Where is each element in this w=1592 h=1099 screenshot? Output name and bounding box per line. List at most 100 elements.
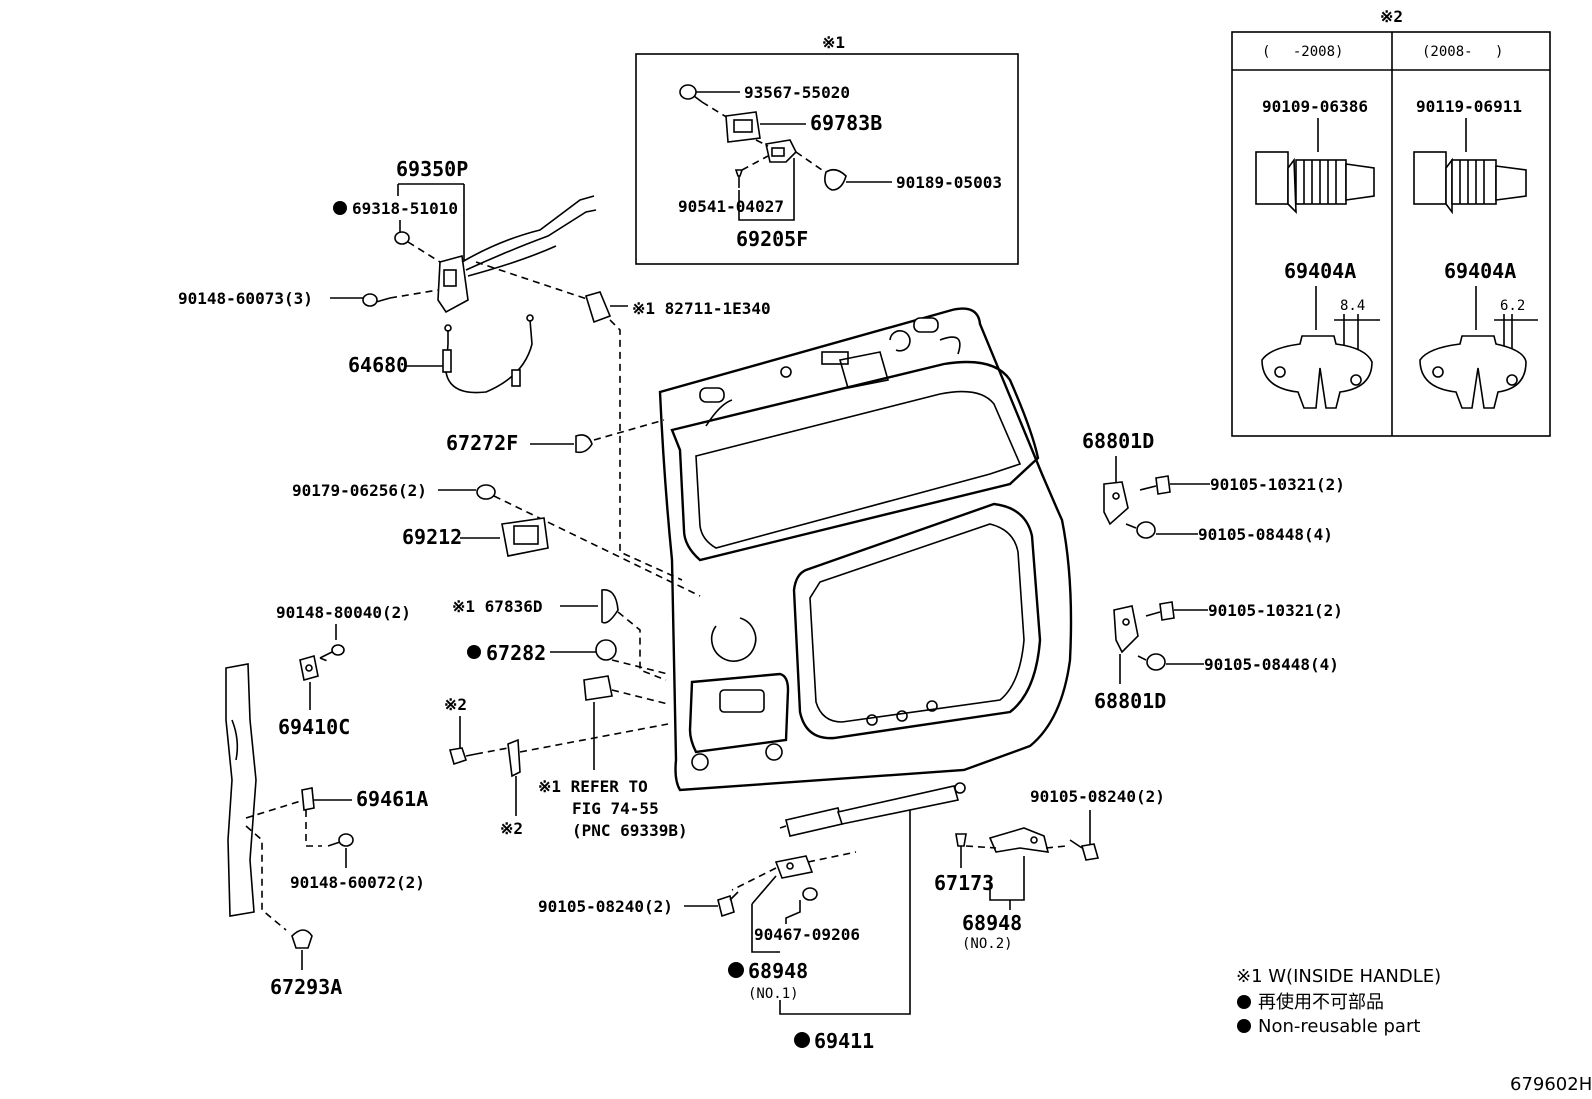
label-90179-06256: 90179-06256(2): [292, 481, 427, 500]
inset-2-col-left-header: ( -2008): [1262, 44, 1343, 60]
screw-icon: [362, 293, 391, 307]
label-67282: 67282: [486, 641, 546, 665]
label-68801D-bot: 68801D: [1094, 689, 1166, 713]
label-90467-09206: 90467-09206: [754, 925, 860, 944]
hinge-parts: 68801D 90105-10321(2) 90105-08448(4) 901…: [1082, 429, 1345, 713]
inset-2-marker: ※2: [1380, 7, 1403, 26]
legend-line-1: ※1 W(INSIDE HANDLE): [1236, 966, 1441, 987]
inset-1: ※1 93567-55020 69783B 90189-05003: [635, 33, 1019, 265]
refer-line-3: (PNC 69339B): [572, 821, 688, 840]
cushion-icon: [291, 929, 313, 949]
label-68801D-top: 68801D: [1082, 429, 1154, 453]
door-lock-icon: [437, 195, 597, 314]
bolt-right-icon: [1413, 151, 1527, 215]
striker-icon: [299, 654, 319, 682]
damper-stay-icon: [779, 782, 966, 837]
non-reusable-dot: [794, 1032, 810, 1048]
label-90148-60072: 90148-60072(2): [290, 873, 425, 892]
label-68948-no1: 68948: [748, 959, 808, 983]
label-69410C: 69410C: [278, 715, 350, 739]
legend-line-3: Non-reusable part: [1258, 1016, 1420, 1037]
label-69411: 69411: [814, 1029, 874, 1053]
inside-handle-icon: [765, 139, 797, 163]
ball-stud-icon: [955, 833, 967, 868]
label-90105-10321-bot: 90105-10321(2): [1208, 601, 1343, 620]
label-67836D: ※1 67836D: [452, 597, 542, 616]
label-82711-1E340: ※1 82711-1E340: [632, 299, 771, 318]
label-mark2-b: ※2: [500, 819, 523, 838]
label-67293A: 67293A: [270, 975, 342, 999]
hinge-top-icon: [1103, 481, 1129, 526]
hinge-bottom-icon: [1113, 605, 1139, 654]
label-90119-06911: 90119-06911: [1416, 97, 1522, 116]
bolt-icon: [1069, 839, 1100, 861]
screw-icon: [327, 833, 354, 847]
label-69404A-left: 69404A: [1284, 259, 1356, 283]
inset-1-marker: ※1: [822, 33, 845, 52]
label-90105-08448-bot: 90105-08448(4): [1204, 655, 1339, 674]
legend-dot-1: [1237, 995, 1251, 1009]
non-reusable-dot: [467, 645, 481, 659]
inset-2-frame: [1231, 31, 1551, 437]
label-69318-51010: 69318-51010: [352, 199, 458, 218]
inset-1-frame: [635, 53, 1019, 265]
label-93567-55020: 93567-55020: [744, 83, 850, 102]
bolt-icon: [448, 747, 477, 766]
clip-icon: [394, 231, 410, 245]
bumper-icon: [301, 787, 315, 811]
nut-icon: [476, 484, 496, 500]
body-pillar-icon: [225, 663, 257, 917]
refer-line-1: ※1 REFER TO: [538, 777, 648, 796]
label-90148-80040: 90148-80040(2): [276, 603, 411, 622]
bezel-icon: [725, 111, 761, 143]
dim-left: 8.4: [1340, 298, 1365, 314]
lock-assembly: 69350P 69318-51010 90148-60073(3) ※1 827…: [178, 157, 771, 581]
label-90109-06386: 90109-06386: [1262, 97, 1368, 116]
label-90148-60073: 90148-60073(3): [178, 289, 313, 308]
bolt-left-icon: [1255, 151, 1375, 215]
grommet-icon: [575, 434, 593, 454]
label-68948-no2-sub: (NO.2): [962, 936, 1013, 952]
label-69212: 69212: [402, 525, 462, 549]
label-68948-no2: 68948: [962, 911, 1022, 935]
label-67173: 67173: [934, 871, 994, 895]
cover-icon: [601, 589, 619, 624]
bolt-icon: [1136, 521, 1156, 539]
label-90105-10321-top: 90105-10321(2): [1210, 475, 1345, 494]
label-90105-08240-right: 90105-08240(2): [1030, 787, 1165, 806]
screw-icon: [679, 84, 703, 103]
control-rod-icon: [584, 291, 612, 324]
ball-joint-bracket-icon: [774, 855, 814, 879]
label-90189-05003: 90189-05003: [896, 173, 1002, 192]
legend-line-2: 再使用不可部品: [1258, 992, 1384, 1013]
label-67272F: 67272F: [446, 431, 518, 455]
label-69783B: 69783B: [810, 111, 882, 135]
lock-cylinder-icon: [501, 517, 549, 557]
bolt-icon: [1139, 475, 1171, 495]
inset-2: ※2 ( -2008) (2008- ) 90109-06386 90119-0…: [1231, 7, 1551, 437]
label-69461A: 69461A: [356, 787, 428, 811]
legend-dot-2: [1237, 1019, 1251, 1033]
small-screw-icon: [734, 169, 744, 188]
seal-icon: [595, 639, 617, 661]
inset-2-col-right-header: (2008- ): [1422, 44, 1503, 60]
label-69404A-right: 69404A: [1444, 259, 1516, 283]
label-69205F: 69205F: [736, 227, 808, 251]
bracket-icon: [507, 738, 521, 778]
label-90105-08240-left: 90105-08240(2): [538, 897, 673, 916]
bolt-icon: [1145, 601, 1175, 621]
label-90541-04027: 90541-04027: [678, 197, 784, 216]
legend: ※1 W(INSIDE HANDLE) 再使用不可部品 Non-reusable…: [1236, 966, 1441, 1037]
label-64680: 64680: [348, 353, 408, 377]
label-69350P: 69350P: [396, 157, 468, 181]
bolt-icon: [1146, 653, 1166, 671]
back-door-panel: [658, 307, 1073, 792]
bracket-right-icon: [1419, 335, 1527, 409]
refer-line-2: FIG 74-55: [572, 799, 659, 818]
label-68948-no1-sub: (NO.1): [748, 986, 799, 1002]
non-reusable-dot: [333, 201, 347, 215]
screw-icon: [319, 644, 345, 659]
bolt-icon: [717, 891, 739, 918]
pad-icon: [583, 675, 613, 701]
